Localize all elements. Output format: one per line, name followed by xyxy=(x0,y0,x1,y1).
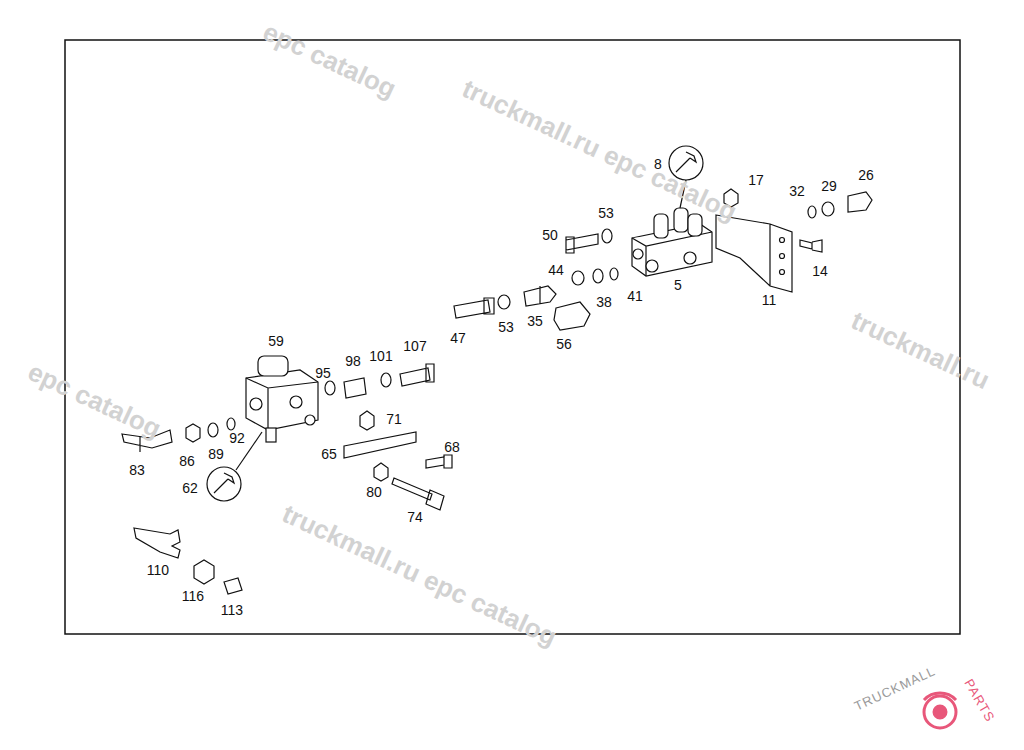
union-fitting xyxy=(400,364,434,386)
washer xyxy=(227,418,235,430)
callout-number: 92 xyxy=(229,431,245,445)
callout-number: 17 xyxy=(748,173,764,187)
logo-symbol xyxy=(924,693,956,728)
relay-valve xyxy=(632,208,712,276)
washer xyxy=(808,206,816,218)
callout-number: 68 xyxy=(444,440,460,454)
watermark: truckmall.ru epc catalog xyxy=(459,75,741,225)
washer xyxy=(325,381,335,395)
callout-number: 89 xyxy=(208,447,224,461)
callout-number: 98 xyxy=(345,354,361,368)
callout-number: 35 xyxy=(527,314,543,328)
callout-number: 14 xyxy=(812,264,828,278)
wrench-symbol xyxy=(207,467,241,501)
washer xyxy=(208,423,218,437)
callout-number: 83 xyxy=(129,463,145,477)
watermark: epc catalog xyxy=(25,358,166,442)
callout-number: 53 xyxy=(598,206,614,220)
callout-number: 71 xyxy=(386,412,402,426)
callout-number: 116 xyxy=(182,589,204,603)
nut xyxy=(360,411,374,430)
callout-number: 113 xyxy=(221,603,243,617)
bolt xyxy=(800,240,822,252)
fitting xyxy=(554,302,590,330)
bolt xyxy=(392,478,444,510)
wrench-symbol xyxy=(214,473,234,493)
callout-number: 11 xyxy=(762,293,777,307)
banjo-bolt xyxy=(566,234,598,253)
nut xyxy=(374,463,388,481)
callout-number: 101 xyxy=(369,349,392,363)
callout-number: 59 xyxy=(268,334,284,348)
bolt xyxy=(426,455,452,468)
banjo-fitting xyxy=(454,298,494,318)
washer xyxy=(593,269,603,283)
frame xyxy=(65,40,960,634)
callout-number: 107 xyxy=(403,339,426,353)
callout-number: 41 xyxy=(627,289,643,303)
washer xyxy=(572,271,584,285)
logo-text: PARTS xyxy=(963,676,998,723)
callout-number: 26 xyxy=(858,168,874,182)
plug xyxy=(848,192,872,212)
callout-number: 95 xyxy=(315,366,331,380)
callout-number: 29 xyxy=(821,179,837,193)
watermark: truckmall.ru xyxy=(847,307,993,393)
callout-number: 50 xyxy=(542,228,558,242)
callout-number: 110 xyxy=(147,563,169,577)
callout-number: 80 xyxy=(366,485,382,499)
fitting xyxy=(524,286,556,306)
fitting xyxy=(224,578,242,594)
bracket xyxy=(716,215,792,292)
callout-number: 74 xyxy=(407,510,423,524)
nut xyxy=(186,424,200,442)
callout-number: 53 xyxy=(498,320,514,334)
callout-number: 44 xyxy=(548,263,564,277)
wrench-symbol xyxy=(676,152,696,172)
callout-number: 32 xyxy=(789,184,805,198)
washer xyxy=(822,202,834,216)
tee-fitting xyxy=(134,528,180,558)
fitting xyxy=(344,378,366,398)
nut xyxy=(194,560,214,584)
callout-number: 65 xyxy=(321,447,337,461)
callout-number: 47 xyxy=(450,331,466,345)
valve xyxy=(246,356,318,442)
washer xyxy=(498,295,510,309)
bracket-plate xyxy=(344,432,416,458)
washer xyxy=(602,229,612,243)
callout-number: 38 xyxy=(596,295,612,309)
callout-number: 62 xyxy=(182,481,198,495)
callout-number: 56 xyxy=(556,337,572,351)
callout-number: 5 xyxy=(674,278,682,292)
callout-number: 86 xyxy=(179,454,195,468)
washer xyxy=(610,268,618,280)
watermark: epc catalog xyxy=(260,18,401,102)
washer xyxy=(381,373,391,387)
